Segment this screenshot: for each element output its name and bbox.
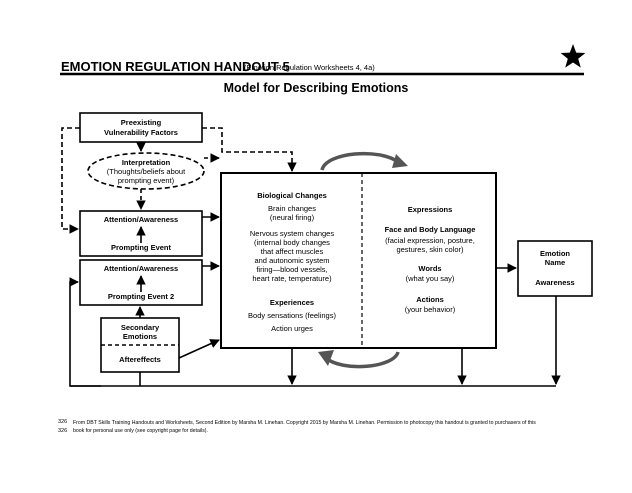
emotion-name-label-2: Name <box>545 258 565 267</box>
prompting-event-2-label: Prompting Event 2 <box>108 292 174 301</box>
nervous-line-1: Nervous system changes <box>250 229 334 238</box>
preexisting-label-1: Preexisting <box>121 118 162 127</box>
footer-line-2: book for personal use only (see copyrigh… <box>73 428 208 434</box>
interpretation-note-1: (Thoughts/beliefs about <box>107 167 186 176</box>
top-cycle-arrow-icon <box>320 151 408 171</box>
biological-changes-title: Biological Changes <box>257 191 327 200</box>
diagram-title: Model for Describing Emotions <box>224 81 409 95</box>
central-emotion-box <box>220 172 497 349</box>
brain-changes-text: Brain changes <box>268 204 316 213</box>
page-number-1: 326 <box>58 419 67 425</box>
interpretation-ellipse <box>87 152 205 190</box>
brain-changes-note: (neural firing) <box>270 213 315 222</box>
dashed-arrow-preexisting-to-attention <box>61 127 80 234</box>
prompting-event-1-label: Prompting Event <box>111 243 172 252</box>
secondary-label-1: Secondary <box>121 323 160 332</box>
emotion-name-label-1: Emotion <box>540 249 570 258</box>
attention-awareness-1-label: Attention/Awareness <box>104 215 178 224</box>
handout-header: EMOTION REGULATION HANDOUT 5 (Emotion Re… <box>60 44 586 76</box>
interpretation-label: Interpretation <box>122 158 171 167</box>
connectors <box>61 127 561 387</box>
arrow-aftereffects-to-central <box>178 339 220 359</box>
attention-awareness-2-label: Attention/Awareness <box>104 264 178 273</box>
dashed-arrow-preexisting-to-central <box>202 127 297 172</box>
interpretation-note-2: prompting event) <box>118 176 175 185</box>
bottom-cycle-arrow-icon <box>318 350 400 369</box>
face-body-line-1: (facial expression, posture, <box>385 236 475 245</box>
nervous-line-2: (internal body changes <box>254 238 330 247</box>
actions-title: Actions <box>416 295 444 304</box>
star-icon <box>560 44 586 68</box>
aftereffects-label: Aftereffects <box>119 355 161 364</box>
footer-line-1: From DBT Skills Training Handouts and Wo… <box>73 420 536 426</box>
experience-body-sensations: Body sensations (feelings) <box>248 311 336 320</box>
page-number-2: 326 <box>58 428 67 434</box>
words-note: (what you say) <box>406 274 455 283</box>
awareness-label: Awareness <box>535 278 574 287</box>
actions-note: (your behavior) <box>405 305 456 314</box>
experiences-title: Experiences <box>270 298 314 307</box>
face-body-line-2: gestures, skin color) <box>396 245 464 254</box>
nervous-line-3: that affect muscles <box>261 247 324 256</box>
nervous-line-4: and autonomic system <box>254 256 329 265</box>
expressions-title: Expressions <box>408 205 453 214</box>
prompting-event-2-box <box>79 259 203 306</box>
emotion-name-box <box>517 240 593 297</box>
nervous-line-6: heart rate, temperature) <box>252 274 332 283</box>
secondary-label-2: Emotions <box>123 332 157 341</box>
nervous-line-5: firing—blood vessels, <box>256 265 327 274</box>
face-body-title: Face and Body Language <box>385 225 476 234</box>
words-title: Words <box>418 264 441 273</box>
experience-action-urges: Action urges <box>271 324 313 333</box>
handout-title: EMOTION REGULATION HANDOUT 5 <box>61 59 290 74</box>
preexisting-label-2: Vulnerability Factors <box>104 128 178 137</box>
handout-subtitle: (Emotion Regulation Worksheets 4, 4a) <box>244 63 375 72</box>
